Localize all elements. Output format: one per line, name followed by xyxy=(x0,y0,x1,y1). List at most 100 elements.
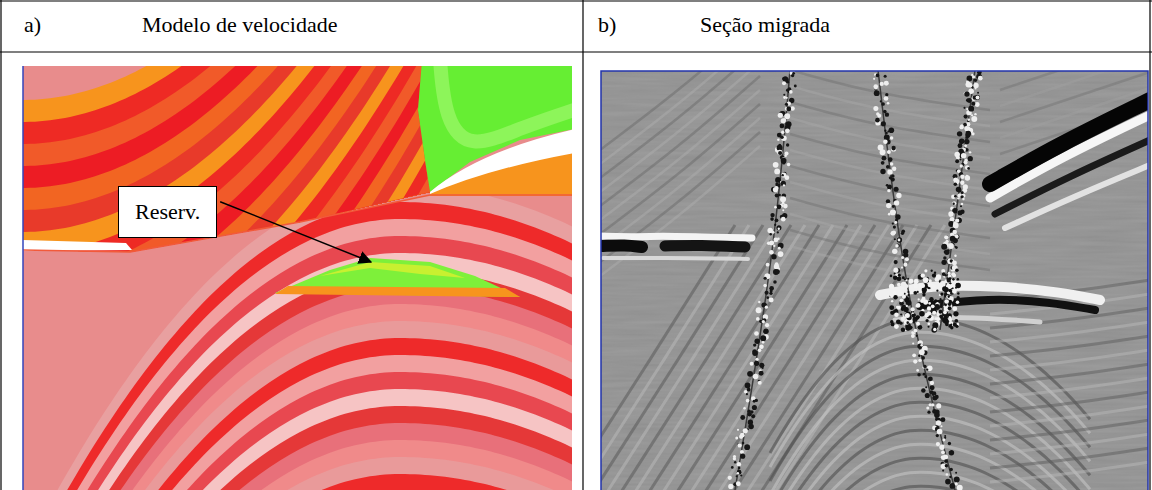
noise-speck xyxy=(949,277,951,279)
noise-speck xyxy=(956,296,959,299)
noise-speck xyxy=(900,292,903,295)
noise-speck xyxy=(759,371,764,376)
noise-speck xyxy=(954,182,958,186)
noise-speck xyxy=(955,208,957,210)
noise-speck xyxy=(765,323,769,327)
layer-band xyxy=(23,66,572,490)
noise-speck xyxy=(941,244,947,250)
noise-speck xyxy=(916,322,920,326)
noise-speck xyxy=(754,331,759,336)
noise-speck xyxy=(777,231,779,233)
noise-speck xyxy=(925,393,930,398)
noise-speck xyxy=(762,341,765,344)
noise-speck xyxy=(783,184,785,186)
noise-speck xyxy=(902,276,905,279)
noise-speck xyxy=(921,283,925,287)
reflector xyxy=(601,225,763,490)
noise-speck xyxy=(960,181,964,185)
green-stripe xyxy=(440,66,572,141)
noise-speck xyxy=(945,464,948,467)
noise-speck xyxy=(954,319,958,323)
noise-speck xyxy=(954,476,960,482)
noise-speck xyxy=(931,270,933,272)
noise-speck xyxy=(922,287,927,292)
reflector xyxy=(990,115,1148,198)
noise-speck xyxy=(759,344,764,349)
reflector xyxy=(770,388,1090,490)
noise-speck xyxy=(958,144,962,148)
noise-speck xyxy=(948,296,950,298)
noise-speck xyxy=(752,405,757,410)
reflector xyxy=(790,214,990,254)
velocity-model xyxy=(23,66,572,490)
reflector xyxy=(990,100,1148,184)
noise-speck xyxy=(940,292,943,295)
noise-speck xyxy=(961,203,963,205)
noise-speck xyxy=(885,132,888,135)
noise-speck xyxy=(955,246,958,249)
noise-speck xyxy=(947,259,952,264)
noise-speck xyxy=(794,85,797,88)
layer-band xyxy=(23,474,572,490)
noise-speck xyxy=(746,393,748,395)
layer-band xyxy=(23,457,572,490)
layer-band xyxy=(23,66,572,490)
noise-speck xyxy=(774,206,777,209)
noise-speck xyxy=(911,334,915,338)
noise-speck xyxy=(752,351,757,356)
noise-speck xyxy=(783,96,786,99)
noise-speck xyxy=(744,444,750,450)
reflector xyxy=(790,198,990,238)
noise-speck xyxy=(881,121,886,126)
noise-speck xyxy=(942,438,945,441)
noise-speck xyxy=(957,485,963,490)
noise-speck xyxy=(954,195,957,198)
noise-speck xyxy=(882,156,887,161)
noise-speck xyxy=(927,366,933,372)
noise-speck xyxy=(923,277,929,283)
noise-speck xyxy=(975,88,977,90)
noise-speck xyxy=(754,339,759,344)
noise-speck xyxy=(785,175,790,180)
noise-speck xyxy=(887,102,890,105)
noise-speck xyxy=(907,278,909,280)
noise-speck xyxy=(960,164,963,167)
noise-speck xyxy=(969,151,971,153)
panel-frame xyxy=(601,71,1148,490)
noise-speck xyxy=(894,238,896,240)
layer-band xyxy=(23,66,572,490)
noise-speck xyxy=(934,412,940,418)
noise-speck xyxy=(754,361,759,366)
noise-speck xyxy=(760,335,766,341)
noise-speck xyxy=(744,390,747,393)
noise-speck xyxy=(778,113,783,118)
upper-layers xyxy=(23,66,572,490)
noise-speck xyxy=(786,143,789,146)
noise-speck xyxy=(880,100,882,102)
noise-speck xyxy=(782,81,786,85)
leader-line-group xyxy=(220,202,371,262)
noise-speck xyxy=(947,258,953,264)
noise-speck xyxy=(764,277,767,280)
noise-speck xyxy=(928,283,933,288)
noise-speck xyxy=(920,344,923,347)
noise-speck xyxy=(909,281,912,284)
noise-speck xyxy=(764,274,769,279)
noise-speck xyxy=(769,250,774,255)
noise-speck xyxy=(955,482,958,485)
reservoir-stripe xyxy=(320,262,465,278)
noise-speck xyxy=(765,304,767,306)
noise-speck xyxy=(737,429,739,431)
reflector xyxy=(990,462,1148,482)
reflector xyxy=(601,118,760,248)
noise-speck xyxy=(736,481,741,486)
noise-speck xyxy=(728,484,733,489)
noise-speck xyxy=(883,139,888,144)
noise-speck xyxy=(913,291,917,295)
layer-band xyxy=(23,66,572,490)
noise-speck xyxy=(762,320,765,323)
noise-speck xyxy=(923,300,928,305)
reflector xyxy=(1005,165,1148,228)
noise-speck xyxy=(751,414,755,418)
noise-speck xyxy=(895,214,900,219)
